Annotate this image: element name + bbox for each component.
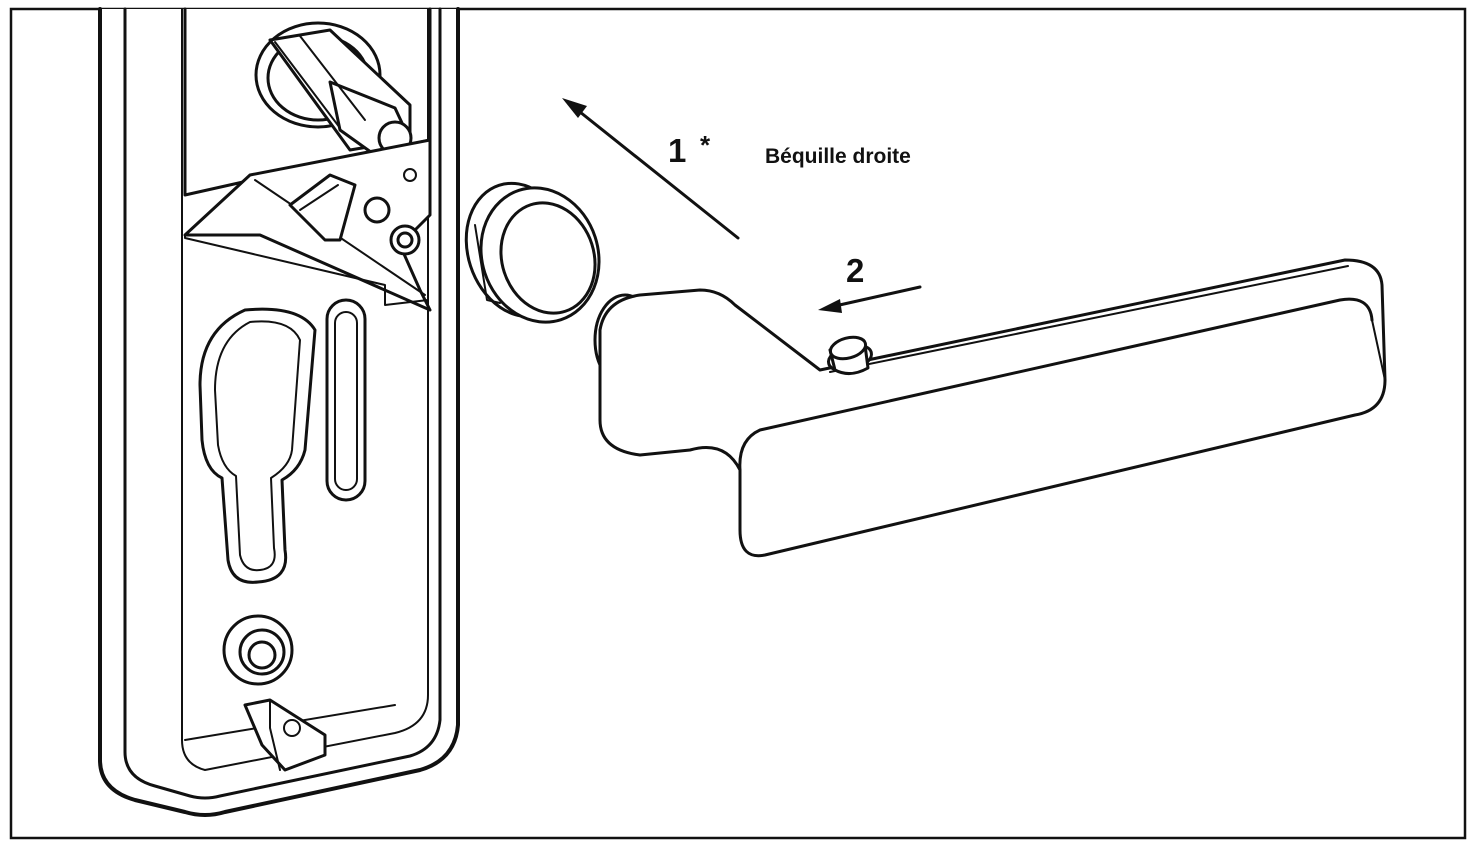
spindle-housing [183,7,432,197]
keyhole-cutout [198,307,317,584]
vertical-slot [325,298,367,502]
step-1-label: 1 [668,132,686,169]
latch-block [183,138,432,312]
arrow-step-2 [818,285,922,313]
bottom-clip [243,698,327,772]
step-1-marker: * [700,130,711,160]
grub-screw [827,335,873,375]
rose-ring [464,181,601,324]
caption-label: Béquille droite [765,145,911,168]
escutcheon-plate [98,7,460,817]
step-2-label: 2 [846,252,864,289]
screw-boss [222,614,294,686]
arrow-step-1 [562,98,740,240]
lever-handle [593,258,1387,558]
